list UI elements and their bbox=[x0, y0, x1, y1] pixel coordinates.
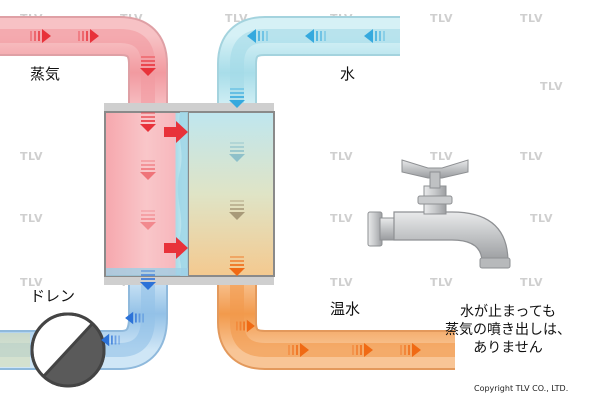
flow-arrow-icon bbox=[30, 29, 51, 43]
watermark-text: TLV bbox=[520, 12, 543, 25]
watermark-text: TLV bbox=[540, 80, 563, 93]
flow-arrow-icon bbox=[229, 200, 245, 220]
flow-arrow-icon bbox=[236, 319, 255, 333]
note-line-3: ありません bbox=[473, 340, 543, 357]
watermark-text: TLV bbox=[430, 276, 453, 289]
watermark-text: TLV bbox=[530, 212, 553, 225]
note-line-2: 蒸気の噴き出しは、 bbox=[445, 322, 571, 339]
watermark-text: TLV bbox=[330, 212, 353, 225]
flow-arrow-icon bbox=[140, 112, 156, 132]
flow-arrow-icon bbox=[400, 343, 421, 357]
watermark-text: TLV bbox=[430, 12, 453, 25]
hot-water-label: 温水 bbox=[330, 300, 361, 318]
flow-arrow-icon bbox=[364, 29, 385, 43]
steam-label: 蒸気 bbox=[30, 65, 61, 83]
flow-arrows bbox=[30, 29, 421, 357]
water-inlet-pipe bbox=[217, 15, 400, 110]
flow-arrow-icon bbox=[140, 270, 156, 290]
watermark-text: TLV bbox=[430, 150, 453, 163]
flow-arrow-icon bbox=[288, 343, 309, 357]
flow-arrow-icon bbox=[140, 56, 156, 76]
watermark-text: TLV bbox=[330, 150, 353, 163]
faucet-icon bbox=[367, 159, 511, 282]
flow-arrow-icon bbox=[78, 29, 99, 43]
watermark-text: TLV bbox=[20, 212, 43, 225]
flow-arrow-icon bbox=[305, 29, 326, 43]
flow-arrow-icon bbox=[125, 311, 144, 325]
drain-pipe bbox=[0, 278, 168, 370]
flow-arrow-icon bbox=[352, 343, 373, 357]
flow-arrow-icon bbox=[229, 88, 245, 108]
note-text: 水が止まっても 蒸気の噴き出しは、 ありません bbox=[433, 303, 583, 358]
flow-arrow-icon bbox=[164, 237, 188, 259]
water-label: 水 bbox=[340, 65, 356, 83]
flow-arrow-icon bbox=[247, 29, 268, 43]
copyright-text: Copyright TLV CO., LTD. bbox=[474, 384, 569, 393]
flow-arrow-icon bbox=[101, 333, 120, 347]
hot-water-pipe bbox=[217, 278, 455, 370]
watermark-text: TLV bbox=[520, 276, 543, 289]
drain-label: ドレン bbox=[30, 287, 76, 305]
watermark-text: TLV bbox=[520, 150, 543, 163]
trap-valve-icon bbox=[30, 312, 106, 388]
heat-exchanger-body bbox=[104, 103, 275, 285]
flow-arrow-icon bbox=[164, 121, 188, 143]
watermark-text: TLV bbox=[20, 150, 43, 163]
steam-pipe bbox=[0, 15, 168, 110]
note-line-1: 水が止まっても bbox=[459, 304, 557, 320]
flow-arrow-icon bbox=[229, 142, 245, 162]
flow-arrow-icon bbox=[229, 256, 245, 276]
flow-arrow-icon bbox=[140, 160, 156, 180]
watermark-text: TLV bbox=[20, 276, 43, 289]
flow-arrow-icon bbox=[140, 210, 156, 230]
watermark-text: TLV bbox=[330, 276, 353, 289]
